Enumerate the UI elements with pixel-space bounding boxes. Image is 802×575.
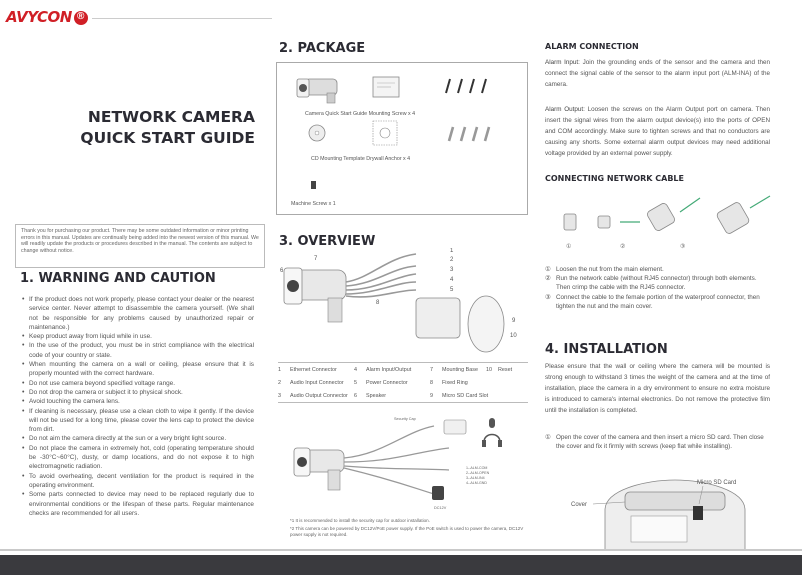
- overview-heading: 3. OVERVIEW: [279, 234, 376, 249]
- intro-notice: Thank you for purchasing our product. Th…: [15, 224, 265, 268]
- list-item: To avoid overheating, decent ventilation…: [22, 472, 254, 491]
- note-1: *1 It is recommended to install the secu…: [290, 518, 430, 523]
- dc-label: DC12V: [434, 506, 447, 510]
- alarm-heading: ALARM CONNECTION: [545, 42, 639, 51]
- note-2: *2 This camera can be powered by DC12V/P…: [290, 526, 524, 537]
- cable-fig-label-3: ③: [680, 243, 685, 250]
- network-cable-heading: CONNECTING NETWORK CABLE: [545, 174, 684, 183]
- cable-fig-label-1: ①: [566, 243, 571, 250]
- package-row3-label: Machine Screw x 1: [291, 201, 336, 207]
- alarm-input-paragraph: Alarm Input: Join the grounding ends of …: [545, 59, 771, 88]
- camera-sd-slot-image: [604, 479, 746, 550]
- callout-7: 7: [314, 256, 318, 262]
- callout-10: 10: [510, 333, 517, 339]
- drywall-anchor-image: [447, 126, 491, 142]
- warning-list: If the product does not work properly, p…: [22, 295, 254, 518]
- package-row2-label: CD Mounting Template Drywall Anchor x 4: [311, 156, 410, 162]
- wiring-camera-image: [293, 447, 345, 491]
- list-item: Some parts connected to device may need …: [22, 490, 254, 518]
- page-title: NETWORK CAMERA QUICK START GUIDE: [80, 108, 255, 147]
- list-item: Do not drop the camera or subject it to …: [22, 388, 254, 398]
- micro-sd-label: Micro SD Card: [697, 480, 736, 486]
- list-item: When mounting the camera on a wall or ce…: [22, 360, 254, 379]
- mounting-screw-image: [445, 78, 487, 94]
- alarm-label-4: 4--ALM-GND: [466, 481, 487, 485]
- alarm-label-1: 1--ALM-COM: [466, 466, 487, 470]
- list-item: Keep product away from liquid while in u…: [22, 332, 254, 342]
- callout-3: 3: [450, 267, 454, 273]
- alarm-output-paragraph: Alarm Output: Loosen the screws on the A…: [545, 106, 770, 157]
- package-heading: 2. PACKAGE: [279, 41, 366, 56]
- camera-overview-image: [283, 253, 417, 323]
- list-item: Do not place the camera in extremely hot…: [22, 444, 254, 472]
- footer-divider: [0, 549, 802, 551]
- headphones-icon: [482, 433, 502, 447]
- cable-fig-label-2: ②: [620, 243, 625, 250]
- guide-image: [372, 76, 400, 98]
- security-cap-label: Security Cap: [394, 417, 416, 421]
- warning-heading: 1. WARNING AND CAUTION: [20, 271, 216, 286]
- microphone-icon: [489, 418, 495, 428]
- network-cable-figure: ① ② ③: [563, 195, 771, 250]
- callout-6: 6: [280, 268, 284, 274]
- list-item: Do not aim the camera directly at the su…: [22, 434, 254, 444]
- package-row1-label: Camera Quick Start Guide Mounting Screw …: [305, 111, 415, 117]
- installation-paragraph: Please ensure that the wall or ceiling w…: [545, 363, 770, 414]
- callout-5: 5: [450, 287, 454, 293]
- template-image: [372, 120, 398, 146]
- alarm-label-2: 2--ALM-OPEN: [466, 471, 490, 475]
- cover-label: Cover: [571, 502, 587, 508]
- list-item: If the product does not work properly, p…: [22, 295, 254, 332]
- header-divider: [92, 18, 272, 19]
- brand-logo: AVYCON: [6, 8, 72, 26]
- callout-1: 1: [450, 248, 454, 254]
- installation-heading: 4. INSTALLATION: [545, 342, 668, 357]
- list-item: If cleaning is necessary, please use a c…: [22, 407, 254, 435]
- callout-8: 8: [376, 300, 380, 306]
- power-adapter-icon: [432, 486, 444, 500]
- cd-image: [308, 124, 326, 142]
- list-item: Avoid touching the camera lens.: [22, 397, 254, 407]
- footer-bar: [0, 555, 802, 575]
- machine-screw-image: [311, 181, 316, 189]
- list-item: Do not use camera beyond specified volta…: [22, 379, 254, 389]
- callout-9: 9: [512, 318, 516, 324]
- callout-4: 4: [450, 277, 454, 283]
- overview-diagram: 1 2 3 4 5 6 7 8 9 10: [280, 248, 517, 353]
- callout-2: 2: [450, 257, 454, 263]
- router-icon: [443, 419, 467, 435]
- package-contents-box: Camera Quick Start Guide Mounting Screw …: [276, 62, 528, 215]
- alarm-label-3: 3--ALM-IN4: [466, 476, 485, 480]
- registered-mark-icon: ®: [74, 11, 88, 25]
- list-item: In the use of the product, you must be i…: [22, 341, 254, 360]
- sd-card-figure: Micro SD Card Cover: [571, 479, 746, 550]
- mounting-base-image: [415, 295, 505, 353]
- camera-image: [296, 78, 338, 104]
- wiring-diagram: Security Cap 1--ALM-COM 2--ALM-OPEN 3--A…: [293, 417, 502, 510]
- package-illustration: Camera Quick Start Guide Mounting Screw …: [291, 76, 491, 207]
